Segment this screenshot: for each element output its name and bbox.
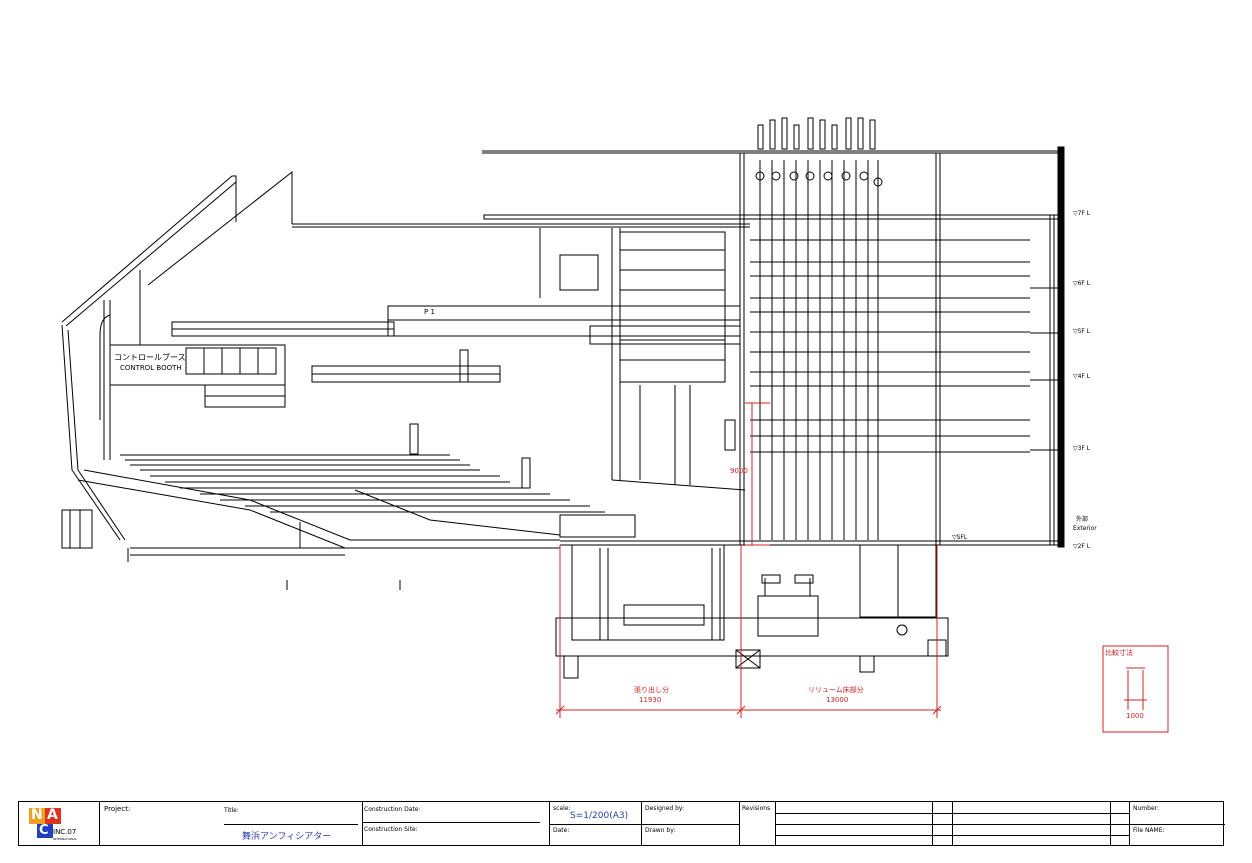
scale-label: scale: <box>553 805 571 812</box>
dim-left-value: 11930 <box>639 696 661 704</box>
title-value: 舞浜アンフィシアター <box>242 832 332 842</box>
revisions-table <box>775 802 1130 845</box>
number-label: Number: <box>1133 805 1160 812</box>
fl-label-7: ▽7F L <box>1073 210 1091 217</box>
revisions-cell: Revisions <box>739 802 775 845</box>
dim-right-label: リリューム床部分 <box>808 685 864 694</box>
logo-sub2: INTERNATIONAL <box>53 837 78 841</box>
dim-right-value: 13000 <box>826 696 848 704</box>
sfl-label: ▽SFL <box>952 534 968 541</box>
dim-left-label: 張り出し分 <box>634 685 669 694</box>
fl-label-5: ▽5F L <box>1073 328 1091 335</box>
fl-label-2: ▽2F L <box>1073 543 1091 550</box>
title-block: N A C INC.07 INTERNATIONAL Project: Titl… <box>18 801 1225 846</box>
tag-p1: P 1 <box>424 308 435 316</box>
designed-by-label: Designed by: <box>645 805 685 812</box>
logo-sub: INC.07 <box>53 828 77 836</box>
fl-label-4: ▽4F L <box>1073 373 1091 380</box>
designed-cell: Designed by: Drawn by: <box>641 802 740 845</box>
title-label: Title: <box>224 807 239 814</box>
construction-site-label: Construction Site: <box>364 826 418 833</box>
logo-letter-c: C <box>39 823 49 838</box>
fl-label-3: ▽3F L <box>1073 445 1091 452</box>
exterior-en: Exterior <box>1073 525 1097 532</box>
exterior-jp: 外部 <box>1076 515 1088 523</box>
file-name-label: File NAME: <box>1133 827 1165 834</box>
drawn-by-label: Drawn by: <box>645 827 676 834</box>
fl-label-6: ▽6F L <box>1073 280 1091 287</box>
dim-vertical: 9000 <box>730 467 748 475</box>
booth-label-en: CONTROL BOOTH <box>120 364 182 372</box>
logo-letter-a: A <box>47 807 58 823</box>
scale-cell: scale: S=1/200(A3) Date: <box>549 802 642 845</box>
structure-lines <box>61 117 1065 679</box>
booth-label-jp: コントロールブース <box>114 352 186 362</box>
logo-letter-n: N <box>31 807 43 823</box>
compare-title: 比較寸法 <box>1105 648 1133 657</box>
compare-value: 1000 <box>1126 712 1144 720</box>
date-label: Date: <box>553 827 570 834</box>
project-cell: Project: Title: 舞浜アンフィシアター Construction … <box>99 802 540 845</box>
dimension-lines <box>555 402 1169 733</box>
revisions-label: Revisions <box>742 805 771 812</box>
project-label: Project: <box>104 805 131 813</box>
drawing-text: コントロールブース CONTROL BOOTH P 1 ▽7F L ▽6F L … <box>114 210 1144 720</box>
scale-value: S=1/200(A3) <box>570 811 629 821</box>
number-cell: Number: File NAME: <box>1129 802 1225 845</box>
nac-logo: N A C INC.07 INTERNATIONAL <box>25 806 85 844</box>
construction-date-label: Construction Date: <box>364 806 421 813</box>
